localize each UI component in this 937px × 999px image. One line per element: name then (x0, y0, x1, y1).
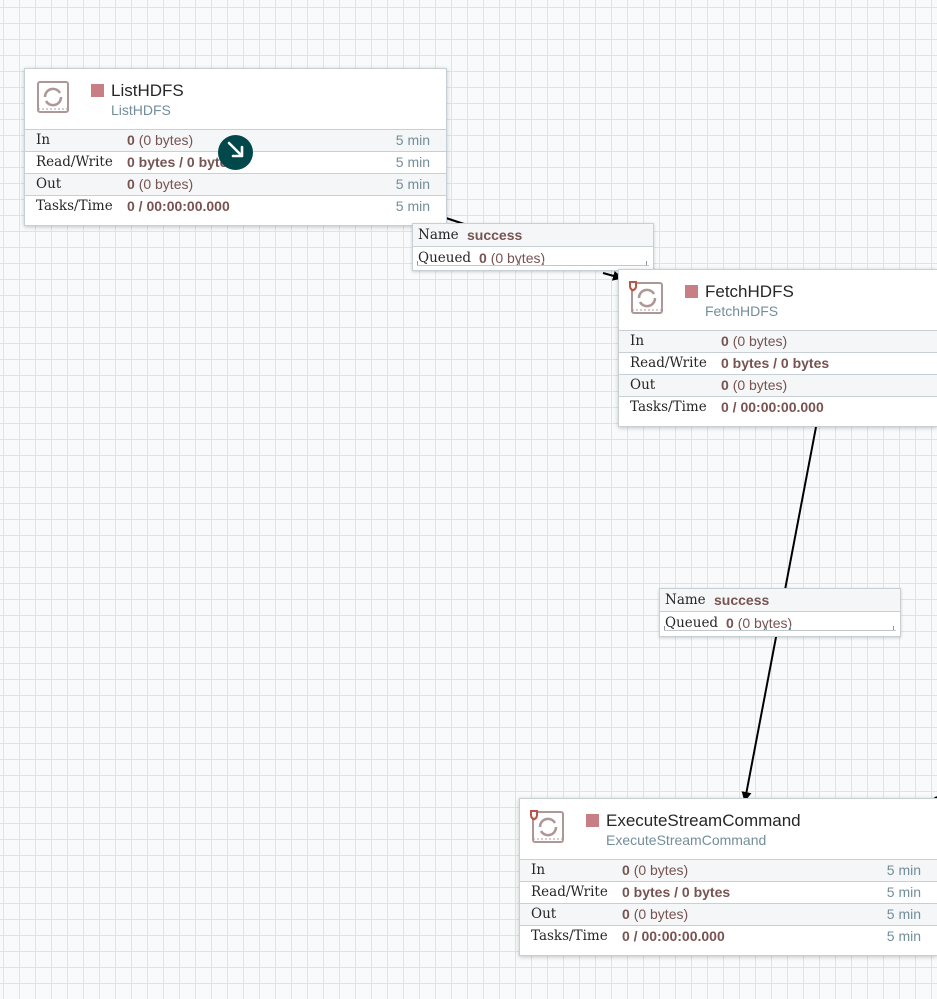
stat-row-out: Out 0 (0 bytes) 5 min (520, 903, 937, 925)
stat-row-out: Out 0 (0 bytes) (619, 374, 937, 396)
queue-progress-bar (417, 261, 649, 266)
processor-type: ListHDFS (111, 102, 171, 118)
connection-queued-row: Queued 0 (0 bytes) (660, 612, 900, 634)
restricted-shield-icon (529, 808, 539, 826)
stat-row-tasks-time: Tasks/Time 0 / 00:00:00.000 (619, 396, 937, 418)
processor-icon (629, 280, 665, 316)
connection-name-row: Name success (413, 224, 653, 247)
processor-header: ExecuteStreamCommand ExecuteStreamComman… (520, 799, 937, 859)
processor-type: FetchHDFS (705, 303, 779, 319)
processor-type: ExecuteStreamCommand (606, 832, 767, 848)
connection-queued-row: Queued 0 (0 bytes) (413, 247, 653, 269)
processor-icon (35, 79, 71, 115)
stat-row-tasks-time: Tasks/Time 0 / 00:00:00.000 5 min (25, 195, 446, 217)
processor-header: FetchHDFS FetchHDFS (619, 270, 937, 330)
processor-name: FetchHDFS (705, 282, 794, 301)
processor-icon (530, 809, 566, 845)
stat-row-in: In 0 (0 bytes) 5 min (520, 859, 937, 881)
arrow-down-right-icon (226, 140, 246, 165)
processor-name: ExecuteStreamCommand (606, 811, 801, 830)
processor-name: ListHDFS (111, 81, 184, 100)
stat-row-read-write: Read/Write 0 bytes / 0 bytes (619, 352, 937, 374)
processor-execute-stream-command[interactable]: ExecuteStreamCommand ExecuteStreamComman… (519, 798, 937, 956)
stat-row-read-write: Read/Write 0 bytes / 0 bytes 5 min (520, 881, 937, 903)
queue-progress-bar (664, 626, 896, 631)
connection-label-success-2[interactable]: Name success Queued 0 (0 bytes) (659, 588, 901, 637)
stopped-status-icon (91, 84, 104, 97)
processor-fetch-hdfs[interactable]: FetchHDFS FetchHDFS In 0 (0 bytes) Read/… (618, 269, 937, 427)
connection-label-success-1[interactable]: Name success Queued 0 (0 bytes) (412, 223, 654, 271)
processor-header: ListHDFS ListHDFS (25, 69, 446, 129)
stat-row-tasks-time: Tasks/Time 0 / 00:00:00.000 5 min (520, 925, 937, 947)
restricted-shield-icon (628, 279, 638, 297)
stopped-status-icon (685, 285, 698, 298)
stopped-status-icon (586, 814, 599, 827)
zoom-navigate-button[interactable] (218, 135, 253, 170)
stat-row-in: In 0 (0 bytes) (619, 330, 937, 352)
stat-row-out: Out 0 (0 bytes) 5 min (25, 173, 446, 195)
connection-name-row: Name success (660, 589, 900, 612)
